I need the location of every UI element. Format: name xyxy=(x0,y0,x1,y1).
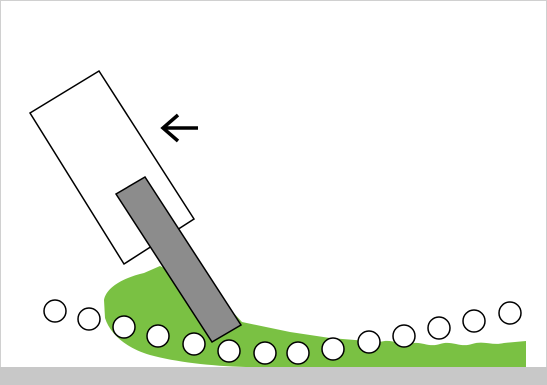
particle xyxy=(462,309,486,333)
squeegee-blade xyxy=(114,175,243,344)
particle xyxy=(77,307,101,331)
particle xyxy=(427,316,451,340)
arrow-left-icon xyxy=(160,113,198,143)
substrate-surface xyxy=(0,367,547,385)
particle xyxy=(146,324,170,348)
particle xyxy=(182,332,206,356)
particle xyxy=(357,330,381,354)
particles-group xyxy=(43,299,522,365)
particle xyxy=(321,337,345,361)
particle xyxy=(498,301,522,325)
particle xyxy=(217,339,241,363)
particle xyxy=(112,315,136,339)
particle xyxy=(286,341,310,365)
particle xyxy=(43,299,67,323)
particle xyxy=(392,324,416,348)
paste-layer xyxy=(104,266,526,367)
particle xyxy=(253,341,277,365)
